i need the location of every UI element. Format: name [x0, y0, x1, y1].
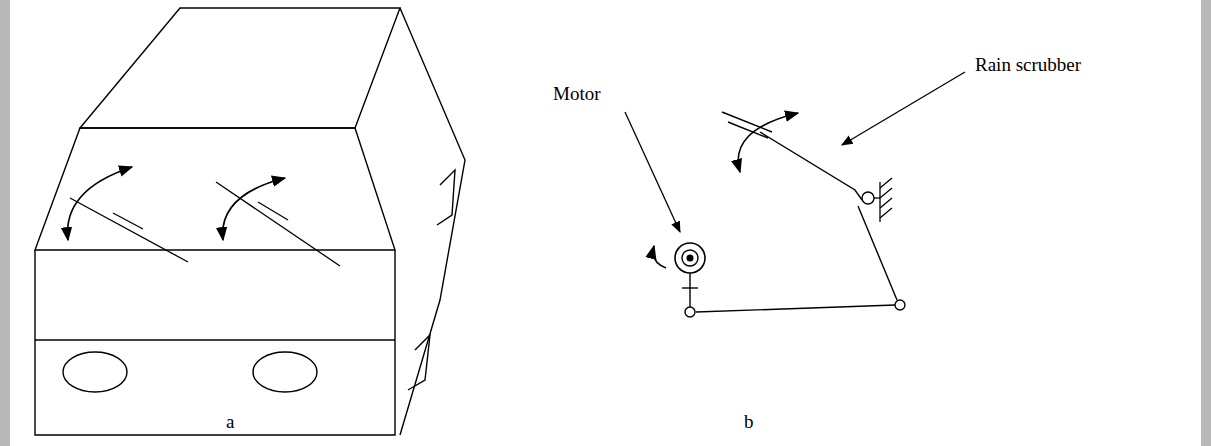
wiper [70, 182, 340, 266]
ground-hatch [874, 178, 892, 222]
frame-strip [0, 0, 10, 446]
joint [685, 192, 905, 317]
car-body [35, 8, 465, 435]
leader-arrow [625, 72, 965, 232]
part-label: Rain scrubber [975, 55, 1081, 76]
swing-arrow [68, 167, 285, 240]
motor-symbol [675, 243, 705, 273]
figure-label: a [226, 412, 234, 433]
part-label: Motor [553, 84, 601, 105]
frame-strip [1201, 0, 1211, 446]
linkage [682, 112, 897, 312]
headlight [63, 352, 317, 392]
swing-arrow [653, 113, 798, 268]
figure-label: b [744, 412, 754, 433]
